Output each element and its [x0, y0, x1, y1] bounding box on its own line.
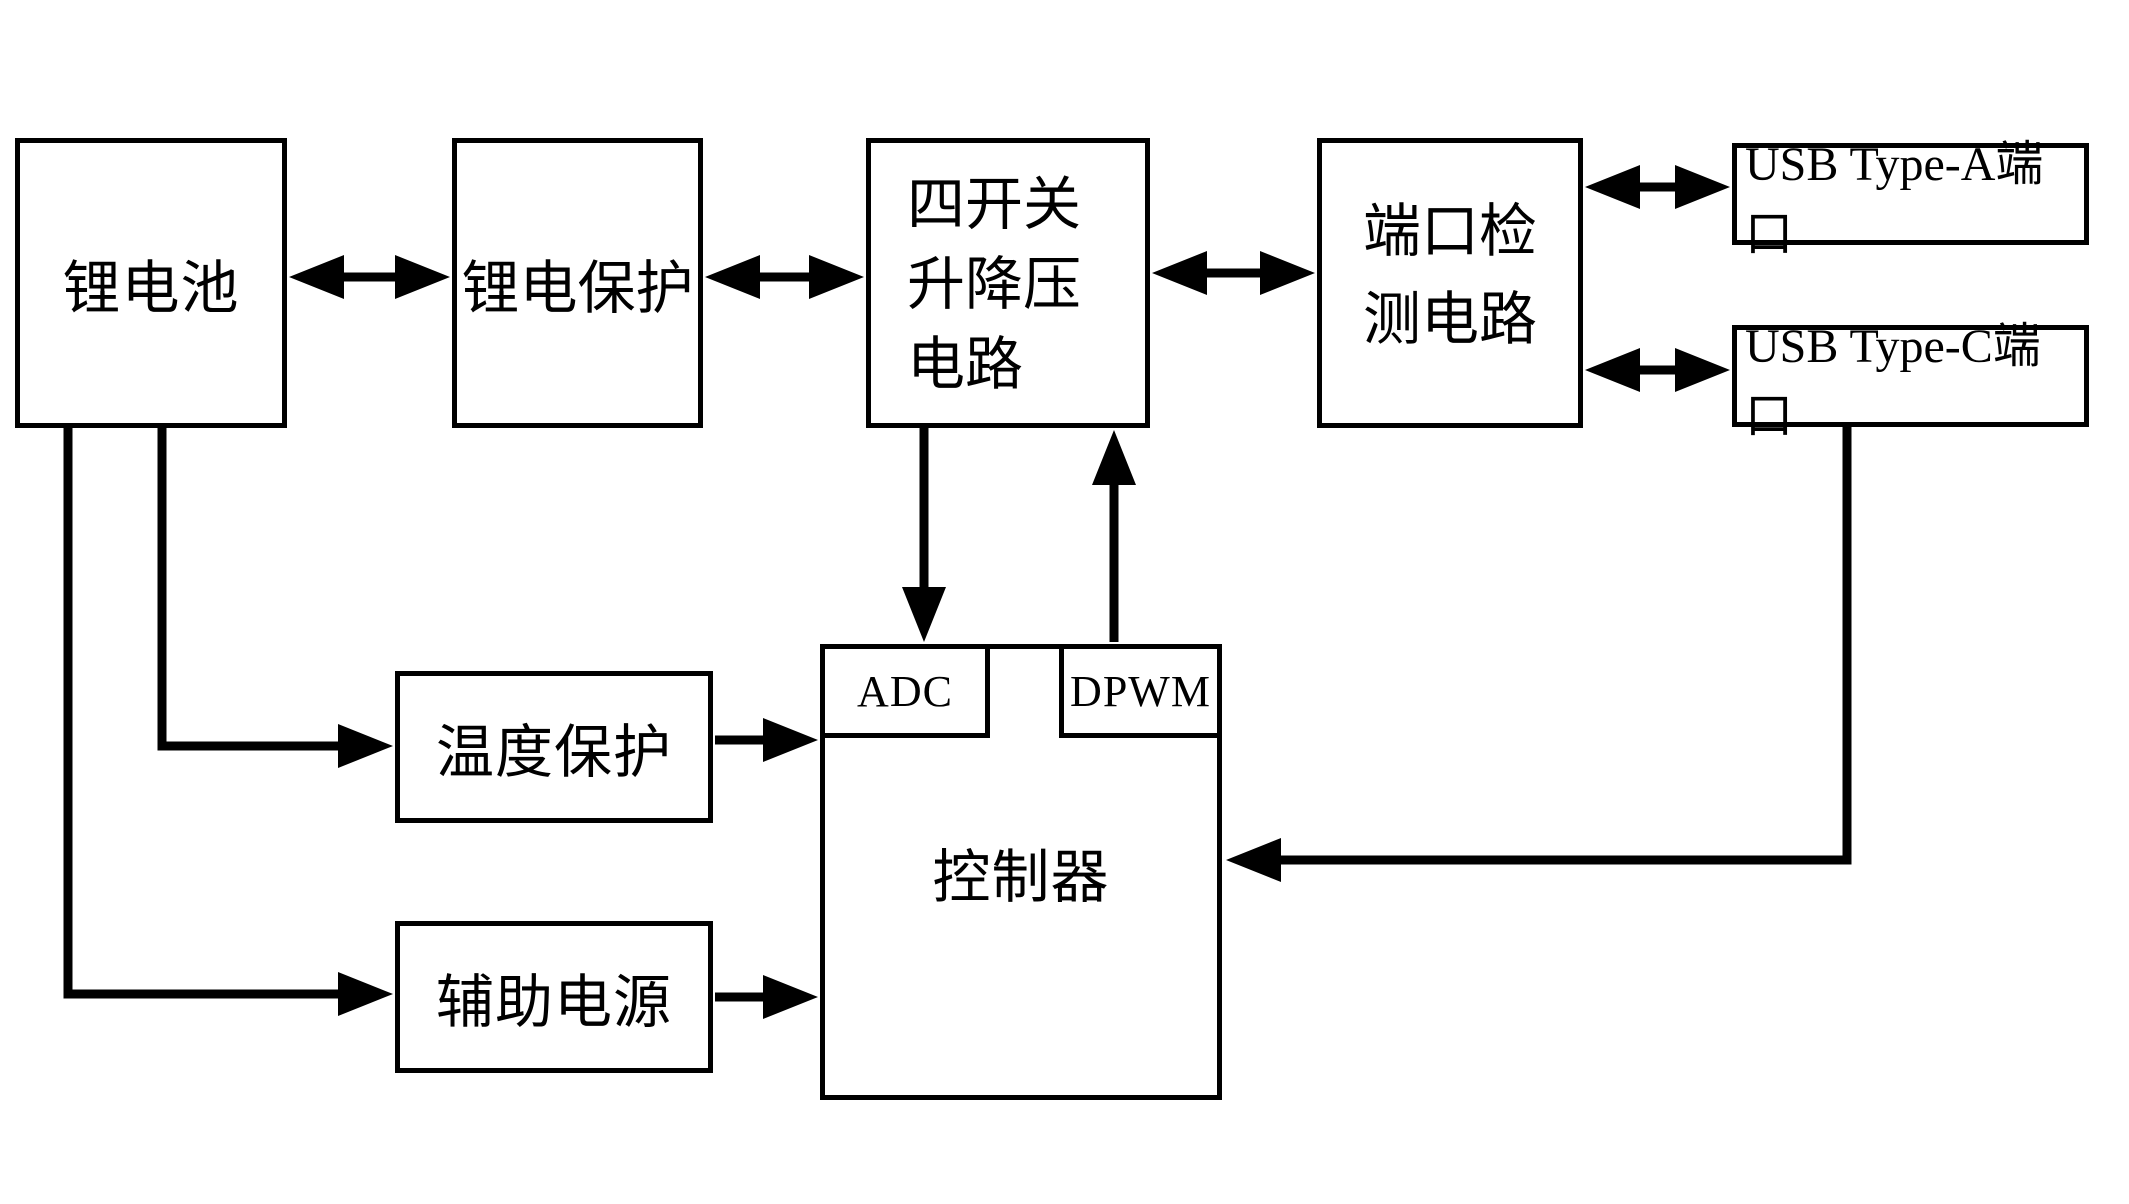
block-temperature-protection: 温度保护: [395, 671, 713, 823]
block-port-detection: 端口检 测电路: [1317, 138, 1583, 428]
connector-buckboost-portdetect: [1152, 251, 1315, 295]
connector-protection-buckboost: [705, 255, 864, 299]
connector-temp-controller: [715, 718, 818, 762]
connector-usbc-controller: [1226, 425, 1852, 882]
block-temperature-protection-label: 温度保护: [435, 720, 672, 785]
block-auxiliary-power: 辅助电源: [395, 921, 713, 1073]
block-port-detection-line1: 端口检: [1362, 199, 1537, 264]
block-dpwm-label: DPWM: [1070, 666, 1211, 716]
block-buck-boost-circuit: 四开关 升降压 电路: [866, 138, 1150, 428]
block-battery: 锂电池: [15, 138, 287, 428]
connector-dpwm-buckboost: [1092, 430, 1136, 642]
block-port-detection-line2: 测电路: [1362, 287, 1537, 352]
connector-portdetect-usba: [1585, 165, 1730, 209]
block-usb-type-a-label: USB Type-A端口: [1745, 138, 2044, 261]
connector-battery-temp: [157, 425, 393, 768]
block-usb-type-c-port: USB Type-C端口: [1732, 320, 2089, 443]
block-battery-label: 锂电池: [62, 256, 240, 321]
block-auxiliary-power-label: 辅助电源: [435, 970, 672, 1035]
block-buck-boost-line1: 四开关: [907, 172, 1082, 237]
block-adc: ADC: [820, 644, 990, 738]
block-controller-label: 控制器: [932, 845, 1110, 910]
connector-aux-controller: [715, 975, 818, 1019]
block-usb-type-c-label: USB Type-C端口: [1745, 320, 2041, 443]
connector-battery-aux: [63, 425, 393, 1016]
block-buck-boost-line3: 电路: [907, 332, 1024, 397]
block-dpwm: DPWM: [1059, 644, 1222, 738]
block-usb-type-a-port: USB Type-A端口: [1732, 138, 2089, 261]
connector-battery-protection: [289, 255, 450, 299]
block-battery-protection: 锂电保护: [452, 138, 703, 428]
connector-portdetect-usbc: [1585, 348, 1730, 392]
block-adc-label: ADC: [857, 666, 953, 716]
block-battery-protection-label: 锂电保护: [461, 256, 694, 321]
connector-buckboost-adc: [902, 425, 946, 642]
block-buck-boost-line2: 升降压: [907, 252, 1082, 317]
